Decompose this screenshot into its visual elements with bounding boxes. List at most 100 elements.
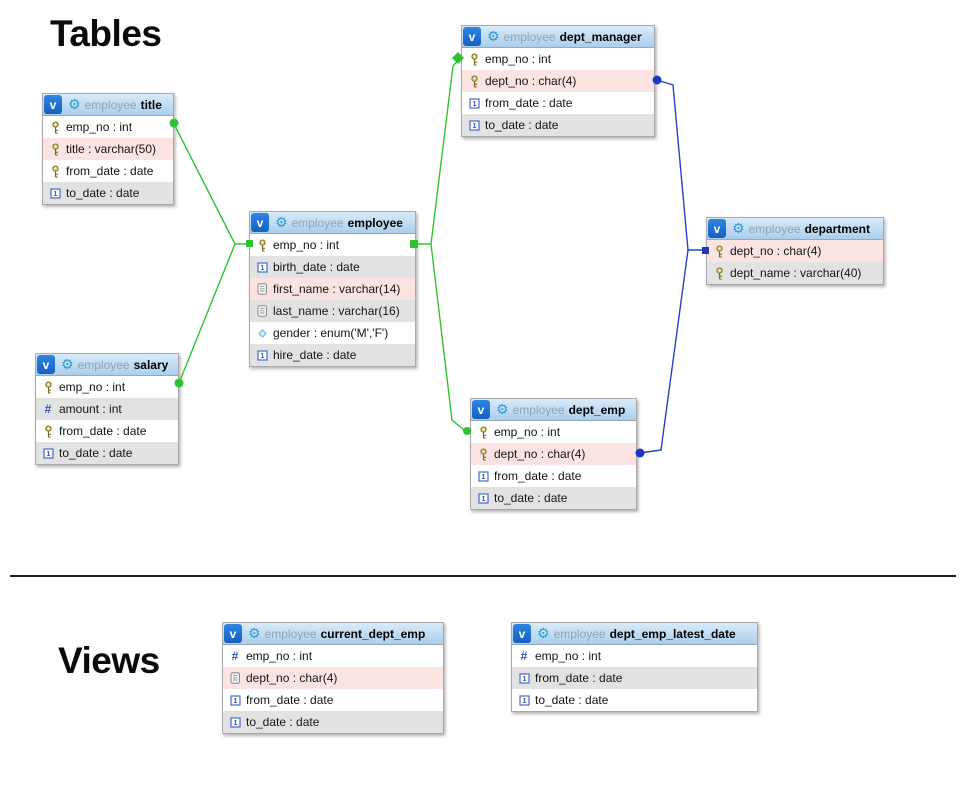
table-name: current_dept_emp <box>320 626 426 641</box>
table-header: v ⚙ employee dept_manager <box>462 26 654 48</box>
column-row: # emp_no : int <box>223 645 443 667</box>
column-row: dept_no : char(4) <box>223 667 443 689</box>
column-row: emp_no : int <box>250 234 415 256</box>
column-row: dept_no : char(4) <box>707 240 883 262</box>
column-row: dept_name : varchar(40) <box>707 262 883 284</box>
svg-text:1: 1 <box>522 676 526 683</box>
table-card-dept-manager[interactable]: v ⚙ employee dept_manager emp_no : int d… <box>461 25 655 137</box>
schema-name: employee <box>512 402 565 417</box>
view-card-dept-emp-latest-date[interactable]: v ⚙ employee dept_emp_latest_date # emp_… <box>511 622 758 712</box>
column-text: from_date : date <box>494 469 582 483</box>
relationship-line <box>178 243 236 384</box>
column-row: emp_no : int <box>471 421 636 443</box>
table-header: v ⚙ employee dept_emp_latest_date <box>512 623 757 645</box>
column-row: 1 to_date : date <box>36 442 178 464</box>
svg-text:1: 1 <box>260 265 264 272</box>
date-icon: 1 <box>477 470 489 482</box>
gear-icon: ⚙ <box>732 220 745 237</box>
column-text: amount : int <box>59 402 122 416</box>
table-name: salary <box>133 357 169 372</box>
text-icon <box>256 283 268 295</box>
gear-icon: ⚙ <box>61 356 74 373</box>
svg-text:1: 1 <box>472 101 476 108</box>
table-header: v ⚙ employee title <box>43 94 173 116</box>
date-icon: 1 <box>518 672 530 684</box>
relationship-line <box>639 249 689 454</box>
table-name: title <box>140 97 162 112</box>
column-row: 1 from_date : date <box>512 667 757 689</box>
table-card-dept-emp[interactable]: v ⚙ employee dept_emp emp_no : int dept_… <box>470 398 637 510</box>
tables-section-heading: Tables <box>50 13 162 54</box>
column-row: 1 to_date : date <box>43 182 173 204</box>
column-text: dept_no : char(4) <box>494 447 586 461</box>
column-text: dept_name : varchar(40) <box>730 266 862 280</box>
table-card-title[interactable]: v ⚙ employee title emp_no : int title : … <box>42 93 174 205</box>
column-row: dept_no : char(4) <box>471 443 636 465</box>
date-icon: 1 <box>468 119 480 131</box>
svg-text:1: 1 <box>481 496 485 503</box>
number-icon: # <box>231 649 239 663</box>
view-badge-icon: v <box>472 400 490 419</box>
column-text: dept_no : char(4) <box>246 671 338 685</box>
enum-icon <box>256 328 268 339</box>
key-icon <box>49 121 61 134</box>
column-row: emp_no : int <box>43 116 173 138</box>
schema-name: employee <box>553 626 606 641</box>
key-icon <box>468 53 480 66</box>
schema-name: employee <box>264 626 317 641</box>
table-header: v ⚙ employee current_dept_emp <box>223 623 443 645</box>
column-text: title : varchar(50) <box>66 142 157 156</box>
column-text: from_date : date <box>246 693 334 707</box>
column-text: dept_no : char(4) <box>730 244 822 258</box>
view-badge-icon: v <box>37 355 55 374</box>
column-text: emp_no : int <box>494 425 561 439</box>
column-row: 1 to_date : date <box>512 689 757 711</box>
svg-text:1: 1 <box>233 720 237 727</box>
column-row: emp_no : int <box>462 48 654 70</box>
table-name: dept_manager <box>559 29 642 44</box>
key-icon <box>256 239 268 252</box>
table-header: v ⚙ employee salary <box>36 354 178 376</box>
column-text: emp_no : int <box>66 120 133 134</box>
schema-name: employee <box>748 221 801 236</box>
text-icon <box>229 672 241 684</box>
schema-name: employee <box>77 357 130 372</box>
key-icon <box>477 426 489 439</box>
view-card-current-dept-emp[interactable]: v ⚙ employee current_dept_emp # emp_no :… <box>222 622 444 734</box>
table-card-department[interactable]: v ⚙ employee department dept_no : char(4… <box>706 217 884 285</box>
relationship-line <box>173 123 236 245</box>
svg-text:1: 1 <box>481 474 485 481</box>
column-text: to_date : date <box>535 693 609 707</box>
column-row: 1 birth_date : date <box>250 256 415 278</box>
table-card-salary[interactable]: v ⚙ employee salary emp_no : int # amoun… <box>35 353 179 465</box>
column-text: from_date : date <box>59 424 147 438</box>
column-row: emp_no : int <box>36 376 178 398</box>
column-text: first_name : varchar(14) <box>273 282 401 296</box>
view-badge-icon: v <box>44 95 62 114</box>
gear-icon: ⚙ <box>275 214 288 231</box>
column-text: last_name : varchar(16) <box>273 304 400 318</box>
relationship-line <box>430 58 460 245</box>
svg-text:1: 1 <box>46 451 50 458</box>
svg-text:1: 1 <box>233 698 237 705</box>
date-icon: 1 <box>49 187 61 199</box>
key-icon <box>49 165 61 178</box>
view-badge-icon: v <box>224 624 242 643</box>
key-icon <box>477 448 489 461</box>
table-name: dept_emp <box>568 402 626 417</box>
date-icon: 1 <box>256 261 268 273</box>
date-icon: 1 <box>468 97 480 109</box>
date-icon: 1 <box>229 716 241 728</box>
schema-name: employee <box>503 29 556 44</box>
number-icon: # <box>520 649 528 663</box>
column-row: 1 to_date : date <box>462 114 654 136</box>
gear-icon: ⚙ <box>537 625 550 642</box>
column-row: gender : enum('M','F') <box>250 322 415 344</box>
table-name: department <box>804 221 870 236</box>
date-icon: 1 <box>477 492 489 504</box>
table-name: dept_emp_latest_date <box>609 626 736 641</box>
table-card-employee[interactable]: v ⚙ employee employee emp_no : int 1 bir… <box>249 211 416 367</box>
column-text: birth_date : date <box>273 260 360 274</box>
gear-icon: ⚙ <box>68 96 81 113</box>
view-badge-icon: v <box>251 213 269 232</box>
